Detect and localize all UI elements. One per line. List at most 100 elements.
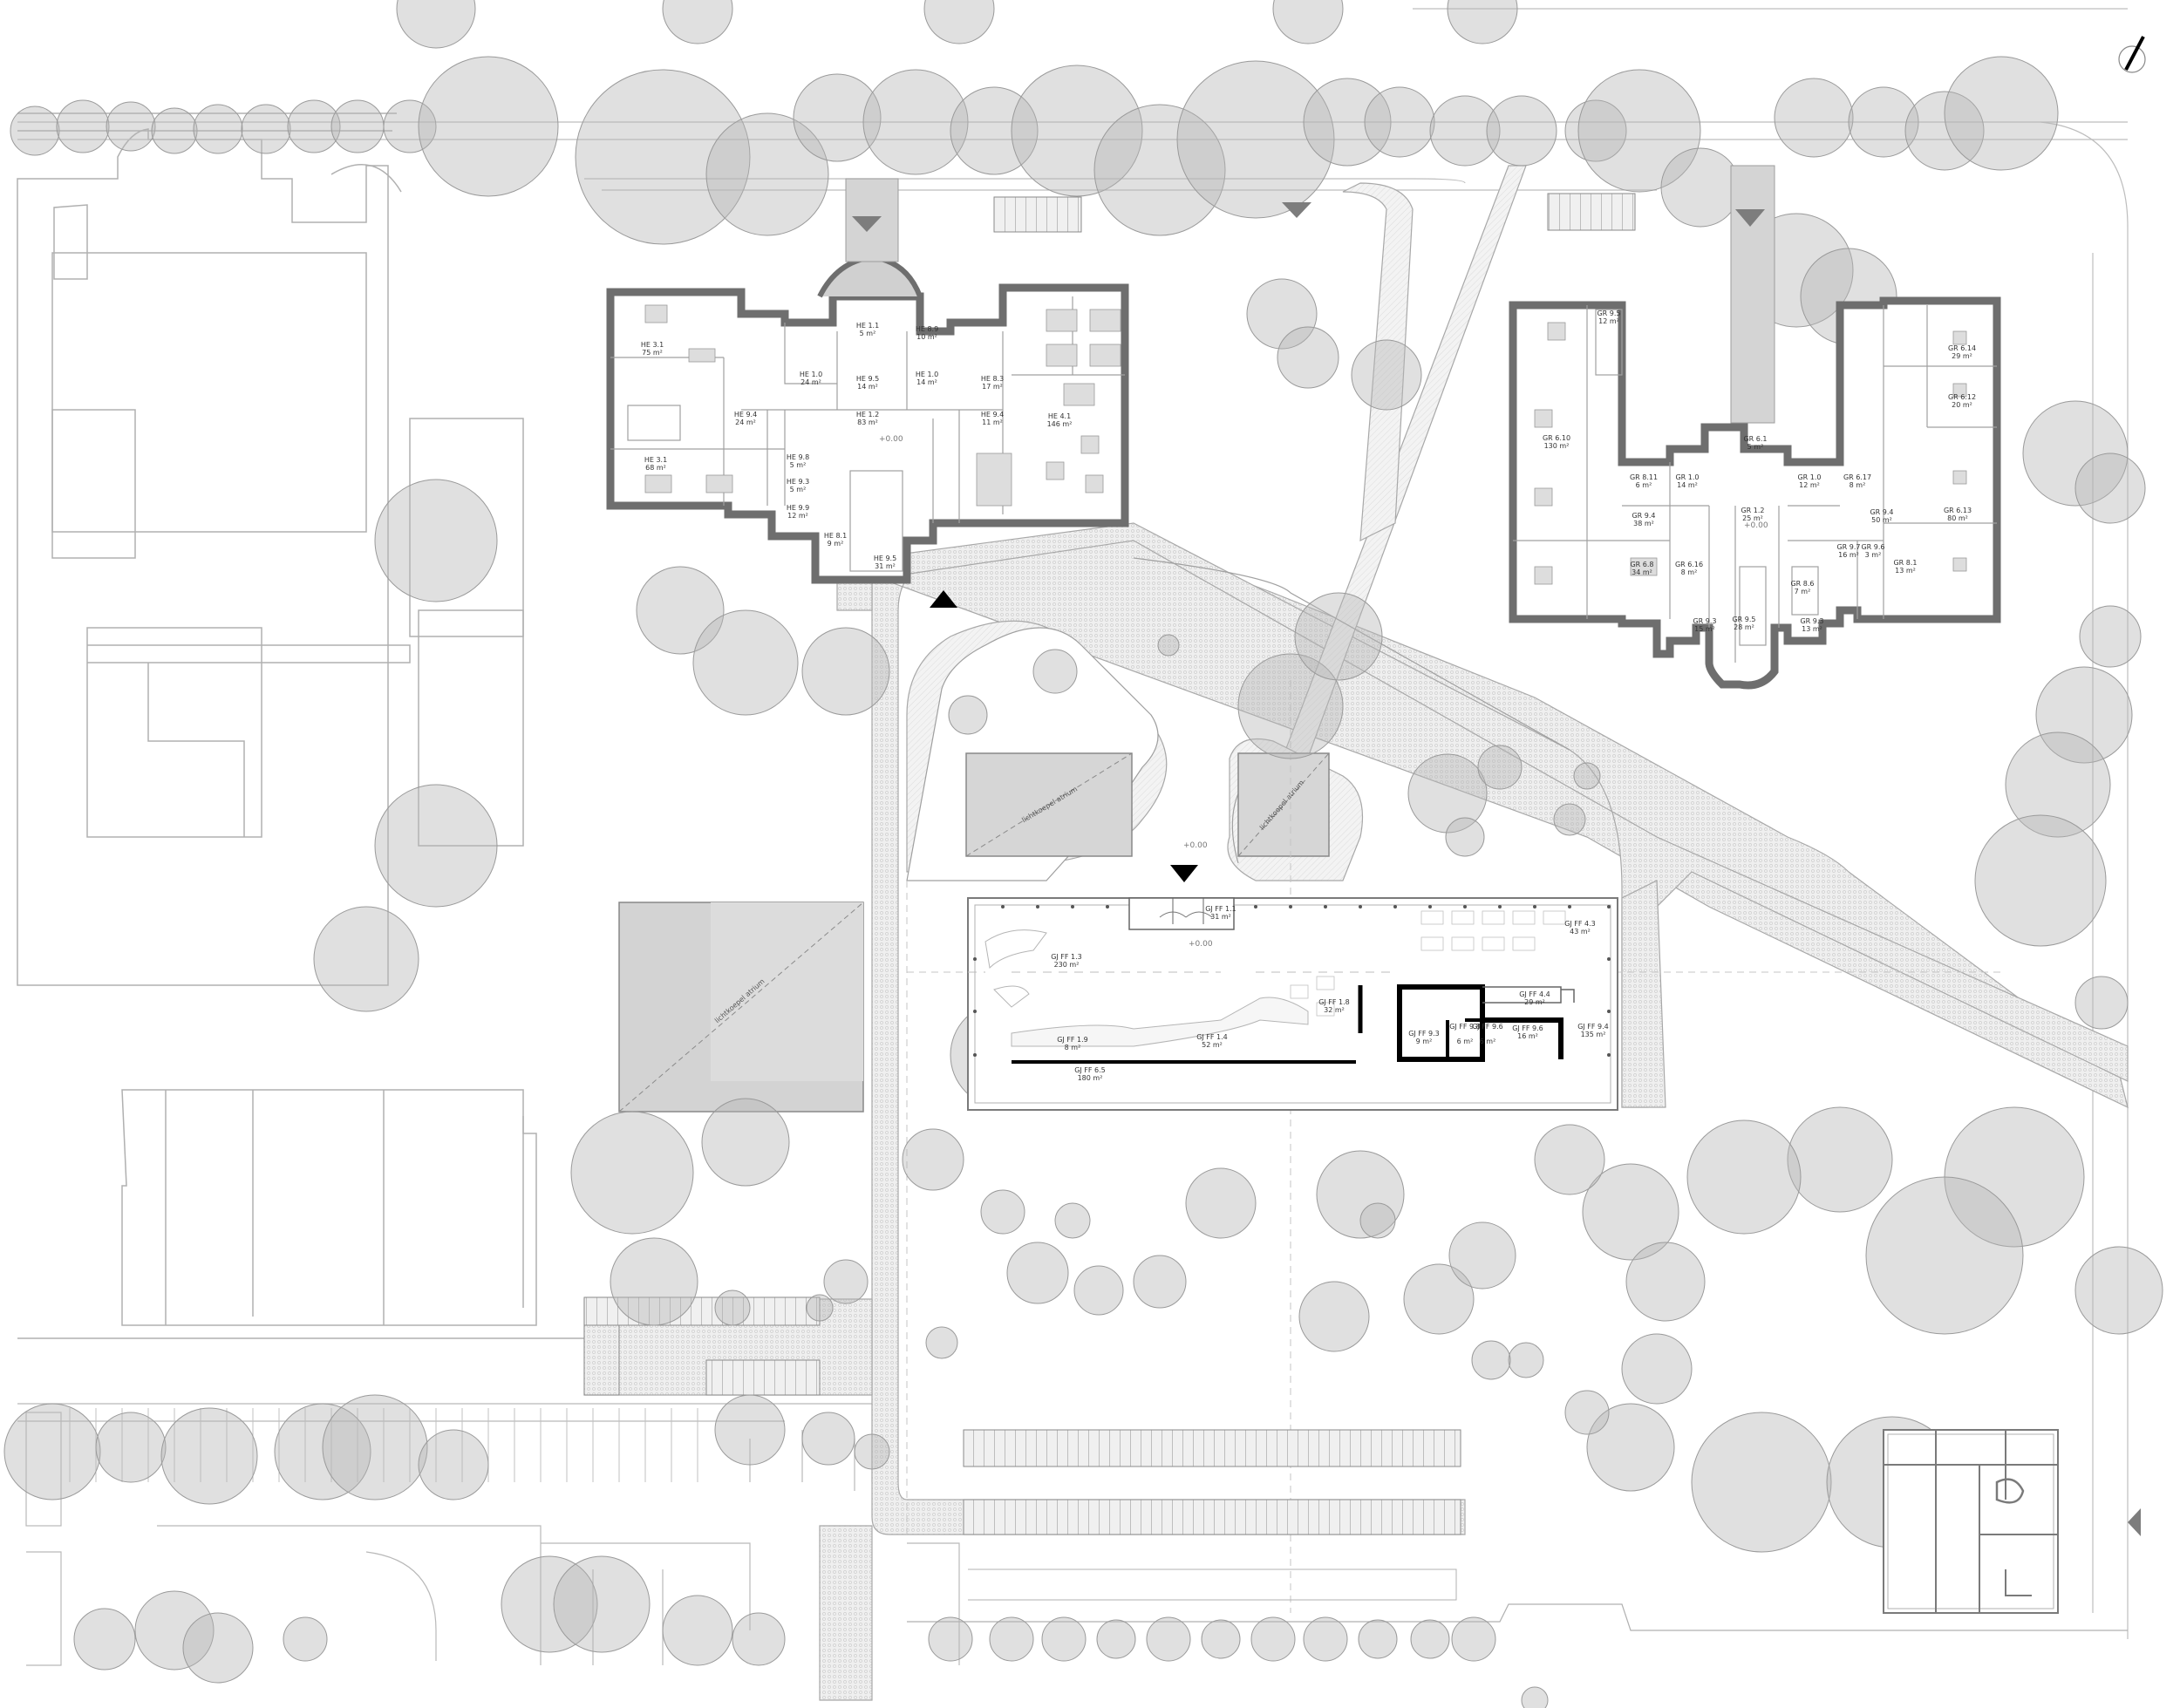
south-parking-row [583, 193, 2128, 1631]
room-id: HE 1.1 [856, 322, 879, 330]
room-area: 80 m² [1947, 514, 1968, 522]
room-id: HE 1.0 [800, 371, 822, 378]
room-id: GR 9.5 [1732, 616, 1755, 623]
room-id: GR 6.13 [1944, 507, 1972, 514]
room-area: 24 m² [735, 418, 756, 426]
north-building [606, 178, 1129, 584]
room-area: 31 m² [1210, 913, 1231, 921]
room-area: 11 m² [982, 418, 1003, 426]
room-id: GJ FF 9.3 [1408, 1030, 1440, 1038]
room-area: 83 m² [857, 418, 878, 426]
room-area: 5 m² [790, 486, 807, 493]
room-area: 6 m² [1636, 481, 1652, 489]
room-id: GR 6.12 [1948, 393, 1976, 401]
room-area: 146 m² [1047, 420, 1073, 428]
room-area: 180 m² [1078, 1074, 1103, 1082]
room-area: 8 m² [1850, 481, 1866, 489]
room-id: GR 6.10 [1543, 434, 1570, 442]
room-id: HE 8.3 [981, 375, 1004, 383]
street-entry-markers [852, 202, 2141, 1536]
room-id: GR 6.16 [1675, 561, 1703, 568]
level-north: +0.00 [879, 435, 903, 444]
room-area: 5 m² [790, 461, 807, 469]
room-area: 68 m² [645, 464, 666, 472]
room-area: 9 m² [1416, 1038, 1433, 1045]
room-id: GJ FF 1.1 [1205, 905, 1236, 913]
room-area: 135 m² [1581, 1031, 1606, 1038]
room-area: 12 m² [787, 512, 808, 520]
room-area: 32 m² [1324, 1006, 1345, 1014]
room-area: 34 m² [1632, 568, 1652, 576]
room-id: GR 6.14 [1948, 344, 1976, 352]
room-id: GJ FF 1.3 [1051, 953, 1082, 961]
room-id: GR 9.3 [1800, 617, 1823, 625]
east-building [1509, 165, 2001, 690]
left-parking-lines [17, 1403, 960, 1666]
room-id: GJ FF 1.4 [1196, 1033, 1228, 1041]
room-id: GR 9.6 [1861, 543, 1884, 551]
room-id: GR 9.3 [1693, 617, 1716, 625]
skylight-atrium-east: lichtkoepel atrium [1237, 752, 1330, 857]
level-east: +0.00 [1744, 521, 1768, 530]
north-arrow-icon [2118, 36, 2146, 73]
room-area: 13 m² [1895, 567, 1916, 575]
room-area: 25 m² [1742, 514, 1763, 522]
room-area: 6 m² [1480, 1038, 1496, 1045]
room-id: GJ FF 1.9 [1057, 1036, 1088, 1044]
room-area: 5 m² [1747, 443, 1764, 451]
room-id: GR 8.11 [1630, 473, 1658, 481]
room-id: HE 9.9 [787, 504, 809, 512]
room-area: 50 m² [1871, 516, 1892, 524]
room-id: HE 8.9 [916, 325, 938, 333]
room-area: 75 m² [642, 349, 663, 357]
room-area: 31 m² [875, 562, 896, 570]
room-id: HE 8.1 [824, 532, 847, 540]
room-id: GJ FF 4.4 [1519, 990, 1550, 998]
room-id: GR 9.4 [1632, 512, 1655, 520]
room-labels: HE 3.1 75 m² HE 3.1 68 m² HE 9.4 24 m² H… [641, 310, 1976, 1082]
level-courtyard: +0.00 [1183, 841, 1208, 850]
room-id: HE 3.1 [641, 341, 664, 349]
room-id: HE 9.3 [787, 478, 809, 486]
room-id: HE 1.2 [856, 411, 879, 418]
room-id: HE 9.8 [787, 453, 809, 461]
room-area: 16 m² [1517, 1032, 1538, 1040]
room-id: GJ FF 9.6 [1512, 1024, 1543, 1032]
room-area: 14 m² [857, 383, 878, 391]
room-id: HE 4.1 [1048, 412, 1071, 420]
room-area: 13 m² [1802, 625, 1822, 633]
room-area: 3 m² [1865, 551, 1882, 559]
street-edges [17, 8, 2129, 1639]
room-id: GJ FF 9.4 [1577, 1023, 1609, 1031]
room-area: 16 m² [1838, 551, 1859, 559]
room-area: 12 m² [1598, 317, 1619, 325]
room-id: GJ FF 1.8 [1318, 998, 1350, 1006]
room-area: 5 m² [860, 330, 876, 337]
room-area: 10 m² [916, 333, 937, 341]
room-id: GJ FF 9.6 [1472, 1023, 1503, 1031]
room-id: GR 6.17 [1843, 473, 1871, 481]
room-area: 14 m² [916, 378, 937, 386]
room-id: GR 9.4 [1870, 508, 1893, 516]
room-area: 230 m² [1054, 961, 1080, 969]
room-id: GJ FF 6.5 [1074, 1066, 1106, 1074]
skylight-atrium-southwest: lichtkoepel atrium [618, 902, 864, 1113]
room-area: 12 m² [1799, 481, 1820, 489]
room-area: 7 m² [1795, 588, 1811, 595]
room-area: 14 m² [1677, 481, 1698, 489]
entrance-markers [930, 590, 1198, 882]
room-id: HE 9.4 [734, 411, 757, 418]
room-id: GJ FF 4.3 [1564, 920, 1596, 928]
room-area: 29 m² [1952, 352, 1972, 360]
room-area: 15 m² [1694, 625, 1715, 633]
room-id: GJ FF 9.8 [1449, 1023, 1481, 1031]
room-area: 6 m² [1457, 1038, 1474, 1045]
room-id: GR 8.1 [1893, 559, 1917, 567]
room-id: GR 6.1 [1743, 435, 1767, 443]
room-id: HE 1.0 [916, 371, 938, 378]
room-id: GR 1.2 [1741, 507, 1764, 514]
room-id: HE 9.4 [981, 411, 1004, 418]
room-area: 24 m² [800, 378, 821, 386]
room-area: 9 m² [828, 540, 844, 548]
neighbour-buildings [17, 112, 593, 1339]
